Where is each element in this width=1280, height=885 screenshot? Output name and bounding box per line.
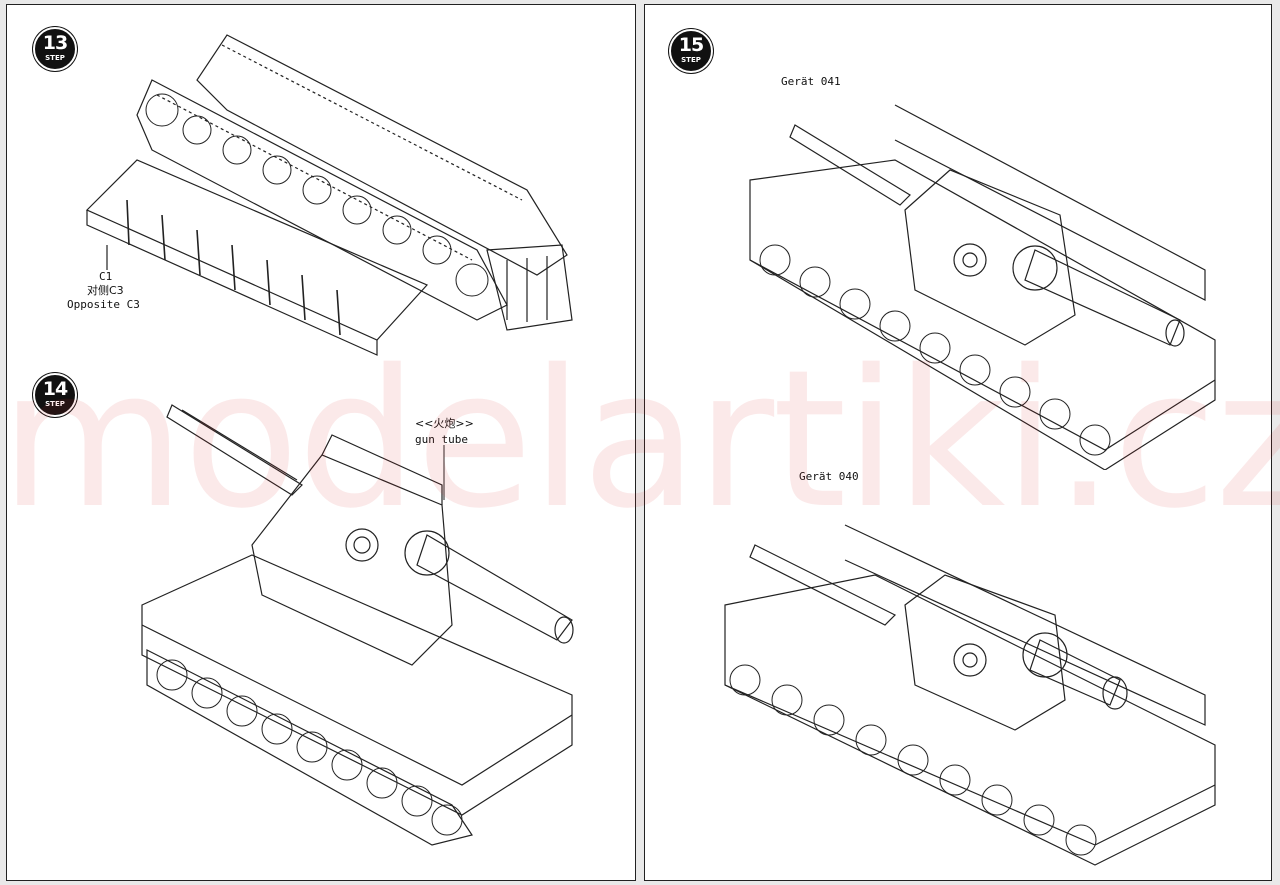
step-14-callout-cn: <<火炮>>	[415, 417, 474, 430]
step-14-word: STEP	[45, 400, 65, 408]
step-13-callout-en: Opposite C3	[67, 298, 140, 311]
instruction-page-right: 15 STEP Gerät 041 Gerät 040	[644, 4, 1272, 881]
step-14-number: 14	[42, 378, 68, 400]
step-13-assembly-drawing	[85, 34, 573, 356]
geraet-040-drawing	[724, 524, 1216, 866]
step-13-badge: 13 STEP	[33, 27, 77, 71]
variant-bottom-label: Gerät 040	[799, 470, 859, 483]
step-15-badge: 15 STEP	[669, 29, 713, 73]
geraet-041-drawing	[749, 104, 1216, 470]
step-13-number: 13	[42, 32, 68, 54]
variant-top-label: Gerät 041	[781, 75, 841, 88]
step-13-part-label: C1	[99, 270, 113, 283]
step-15-word: STEP	[681, 56, 701, 64]
step-14-badge: 14 STEP	[33, 373, 77, 417]
step-14-callout-en: gun tube	[415, 433, 468, 446]
step-13-word: STEP	[45, 54, 65, 62]
step-14-assembly-drawing	[141, 404, 574, 846]
step-13-callout-cn: 对侧C3	[87, 284, 124, 297]
instruction-page-left: 13 STEP C1 对侧C3 Opposite C3 14	[6, 4, 636, 881]
step-15-number: 15	[678, 34, 704, 56]
